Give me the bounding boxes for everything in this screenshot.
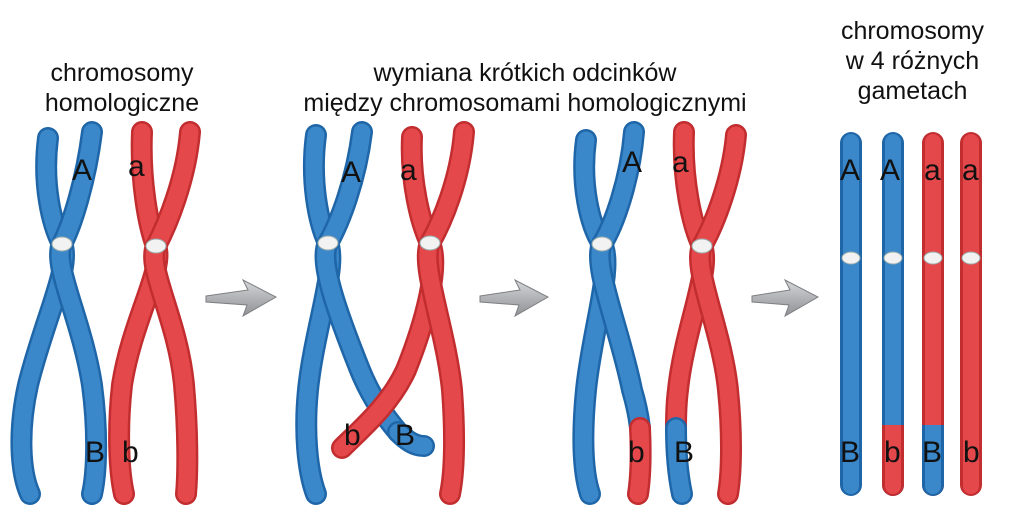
stage2-blue-exchanged-tip	[387, 421, 435, 457]
gamete-2-allele-top: A	[880, 154, 900, 187]
label-gametes-line2: w 4 różnych	[845, 47, 980, 75]
stage1-blue-chromosome	[10, 121, 108, 505]
gamete-2-allele-bottom: b	[884, 436, 901, 469]
gamete-2-chromosome	[882, 132, 904, 496]
label-homologous-line1: chromosomy	[50, 59, 194, 87]
arrow-3-icon	[751, 278, 820, 318]
gamete-4-allele-top: a	[962, 154, 979, 187]
stage3-recombined-pair: A a b B	[572, 121, 747, 505]
stage2-allele-A: A	[341, 156, 361, 189]
gamete-3-allele-bottom: B	[922, 436, 942, 469]
gamete-1-allele-bottom: B	[840, 436, 860, 469]
stage1-allele-b: b	[122, 436, 139, 469]
label-gametes-line1: chromosomy	[840, 17, 985, 45]
stage3-red-chromosome	[665, 121, 747, 505]
label-homologous: chromosomy homologiczne	[22, 58, 222, 118]
stage2-red-chromosome	[331, 121, 475, 505]
stage4-gamete-chromosomes: A A a a B b B b	[840, 132, 982, 496]
arrow-2-icon	[479, 278, 550, 318]
stage2-allele-a: a	[400, 154, 417, 187]
gamete-1-chromosome	[840, 132, 862, 496]
gamete-4-allele-bottom: b	[963, 436, 980, 469]
gamete-3-allele-top: a	[924, 154, 941, 187]
label-exchange: wymiana krótkich odcinków między chromos…	[255, 58, 795, 118]
stage3-blue-chromosome	[572, 121, 652, 505]
label-exchange-line1: wymiana krótkich odcinków	[373, 59, 677, 87]
stage1-allele-A: A	[72, 154, 92, 187]
gamete-4-chromosome	[960, 132, 982, 496]
label-exchange-line2: między chromosomami homologicznymi	[303, 89, 747, 117]
stage3-allele-a: a	[672, 146, 689, 179]
stage1-homologous-pair: A a B b	[10, 121, 201, 505]
stage3-allele-B: B	[674, 436, 694, 469]
label-homologous-line2: homologiczne	[44, 89, 200, 117]
gamete-3-chromosome	[922, 132, 944, 496]
stage2-crossing-over-pair: A a b B	[295, 121, 475, 505]
stage3-allele-b: b	[628, 436, 645, 469]
label-gametes-line3: gametach	[857, 77, 968, 105]
arrow-1-icon	[205, 278, 278, 318]
stage1-allele-B: B	[85, 436, 105, 469]
stage2-allele-b: b	[344, 419, 361, 452]
stage1-allele-a: a	[128, 150, 145, 183]
label-gametes: chromosomy w 4 różnych gametach	[815, 16, 1010, 106]
stage2-allele-B: B	[395, 419, 415, 452]
stage3-allele-A: A	[622, 146, 642, 179]
gamete-1-allele-top: A	[840, 154, 860, 187]
stage1-red-chromosome	[108, 121, 201, 505]
